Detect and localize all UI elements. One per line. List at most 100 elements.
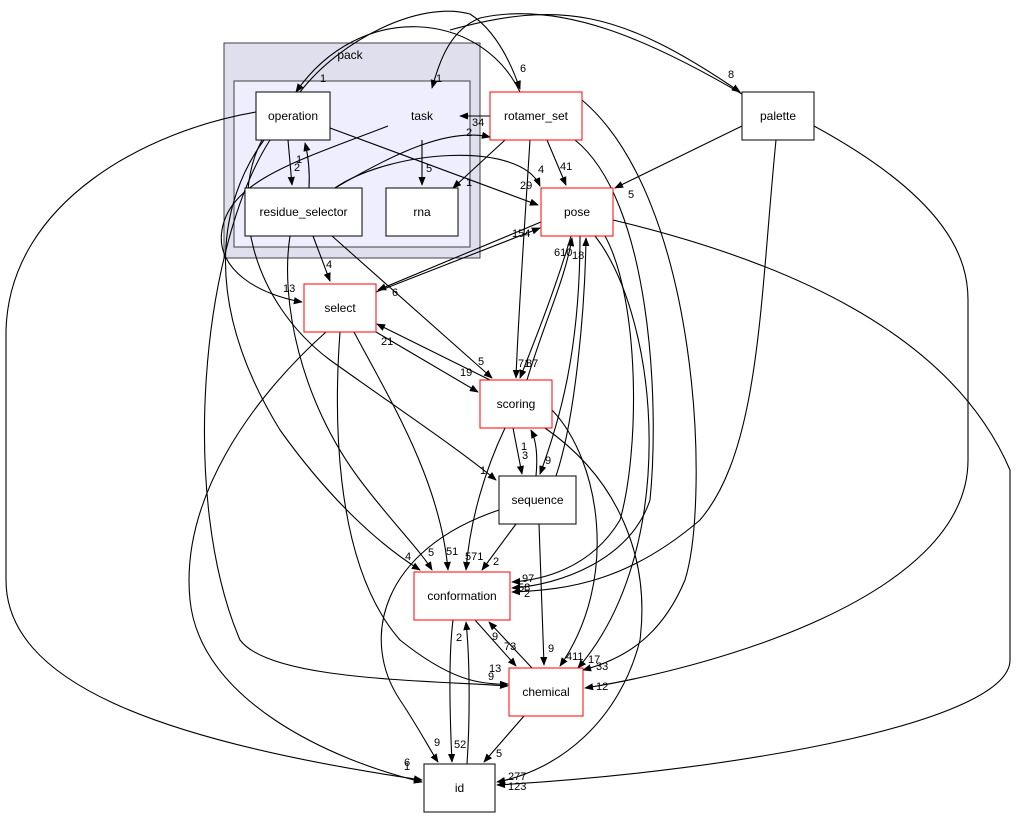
- edge-label-operation-to-id[interactable]: 6: [404, 757, 410, 769]
- edge-sequence-to-scoring[interactable]: [530, 429, 538, 477]
- edge-label-rotamer_set-to-task[interactable]: 34: [472, 117, 484, 129]
- edge-label-rotamer_set-to-operation[interactable]: 1: [320, 73, 326, 85]
- edge-label-id-to-conformation[interactable]: 2: [456, 632, 462, 644]
- edge-select-to-conformation[interactable]: [353, 331, 451, 571]
- edge-label-scoring-to-select[interactable]: 21: [381, 336, 393, 348]
- edge-label-sequence-to-conformation[interactable]: 2: [493, 556, 499, 568]
- edge-rotamer_set-to-rna[interactable]: [452, 139, 506, 189]
- edge-palette-to-chemical[interactable]: [584, 125, 969, 691]
- edge-scoring-to-sequence[interactable]: [512, 427, 524, 475]
- edge-label-pose-to-sequence[interactable]: 9: [545, 455, 551, 467]
- node-select[interactable]: select: [303, 283, 377, 333]
- edge-palette-to-pose[interactable]: [614, 125, 743, 189]
- edge-label-pose-to-id[interactable]: 123: [508, 781, 526, 793]
- edge-label-operation-to-pose[interactable]: 29: [520, 180, 532, 192]
- node-scoring[interactable]: scoring: [479, 379, 553, 429]
- node-palette[interactable]: palette: [741, 91, 815, 141]
- edge-sequence-to-id[interactable]: [380, 509, 500, 763]
- edge-operation-to-chemical[interactable]: [203, 139, 509, 690]
- edge-label-residue_selector-to-conformation[interactable]: 5: [428, 547, 434, 559]
- edge-select-to-pose[interactable]: [375, 227, 541, 293]
- edge-task-to-select[interactable]: [220, 125, 389, 305]
- edge-label-residue_selector-to-select[interactable]: 4: [326, 259, 332, 271]
- edge-label-residue_selector-to-rotamer_set[interactable]: 2: [466, 127, 472, 139]
- node-sequence[interactable]: sequence: [498, 475, 577, 525]
- edge-label-task-to-palette[interactable]: 8: [728, 69, 734, 81]
- edge-label-rotamer_set-to-scoring[interactable]: 71: [518, 358, 530, 370]
- edge-label-operation-to-residue_selector[interactable]: 2: [294, 162, 300, 174]
- edge-rotamer_set-to-scoring[interactable]: [512, 139, 531, 379]
- edge-pose-to-scoring[interactable]: [519, 235, 572, 379]
- edge-operation-to-residue_selector[interactable]: [287, 139, 295, 186]
- edge-operation-to-rotamer_set[interactable]: [299, 10, 521, 93]
- node-chemical[interactable]: chemical: [508, 667, 584, 717]
- edge-residue_selector-to-select[interactable]: [312, 235, 331, 282]
- edge-rotamer_set-to-chemical[interactable]: [581, 99, 697, 672]
- edge-label-pose-to-select[interactable]: 6: [392, 287, 398, 299]
- edge-id-to-conformation[interactable]: [463, 621, 471, 765]
- edge-rotamer_set-to-conformation[interactable]: [511, 139, 654, 592]
- edge-label-operation-to-sequence[interactable]: 1: [480, 465, 486, 477]
- edge-palette-to-conformation[interactable]: [511, 139, 777, 596]
- edge-operation-to-conformation[interactable]: [225, 139, 421, 571]
- node-rna[interactable]: rna: [385, 187, 459, 237]
- edge-scoring-to-chemical[interactable]: [551, 409, 598, 667]
- edge-residue_selector-to-scoring[interactable]: [331, 235, 493, 379]
- edge-label-sequence-to-id[interactable]: 9: [434, 737, 440, 749]
- edge-operation-to-id[interactable]: [5, 111, 423, 783]
- edge-pose-to-chemical[interactable]: [577, 235, 650, 669]
- edge-chemical-to-conformation[interactable]: [488, 621, 533, 669]
- edge-pose-to-id[interactable]: [496, 219, 1011, 789]
- edge-conformation-to-id[interactable]: [448, 619, 456, 763]
- edge-residue_selector-to-operation[interactable]: [303, 142, 311, 189]
- edge-label-operation-to-chemical[interactable]: 9: [488, 671, 494, 683]
- edge-label-palette-to-task[interactable]: 1: [436, 73, 442, 85]
- edge-rotamer_set-to-pose[interactable]: [546, 139, 567, 186]
- edge-scoring-to-conformation[interactable]: [463, 427, 506, 571]
- edge-label-sequence-to-scoring[interactable]: 1: [521, 441, 527, 453]
- edge-label-rotamer_set-to-conformation[interactable]: 58: [518, 582, 530, 594]
- edge-pose-to-select[interactable]: [377, 221, 542, 291]
- edge-conformation-to-chemical[interactable]: [474, 619, 517, 667]
- edge-label-select-to-id[interactable]: 1: [404, 761, 410, 773]
- edge-label-rotamer_set-to-chemical[interactable]: 33: [596, 661, 608, 673]
- edge-scoring-to-select[interactable]: [376, 323, 491, 381]
- edge-label-residue_selector-to-scoring[interactable]: 5: [478, 356, 484, 368]
- node-pose[interactable]: pose: [540, 187, 614, 237]
- edge-label-scoring-to-chemical[interactable]: 411: [566, 651, 584, 663]
- node-task[interactable]: task: [411, 109, 434, 123]
- edge-label-palette-to-conformation[interactable]: 2: [524, 588, 530, 600]
- edge-label-sequence-to-chemical[interactable]: 9: [548, 643, 554, 655]
- edge-label-chemical-to-conformation[interactable]: 9: [492, 631, 498, 643]
- node-id[interactable]: id: [423, 763, 496, 813]
- edge-label-task-to-rna[interactable]: 5: [426, 163, 432, 175]
- edge-pose-to-sequence[interactable]: [539, 235, 581, 475]
- edge-sequence-to-chemical[interactable]: [538, 523, 548, 666]
- edge-label-pose-to-scoring[interactable]: 87: [526, 358, 538, 370]
- edge-label-select-to-scoring[interactable]: 19: [460, 367, 472, 379]
- edge-label-pose-to-conformation[interactable]: 97: [522, 573, 534, 585]
- node-conformation[interactable]: conformation: [413, 571, 511, 621]
- edge-label-rotamer_set-to-rna[interactable]: 1: [466, 177, 472, 189]
- edge-pose-to-conformation[interactable]: [511, 235, 635, 586]
- edge-select-to-scoring[interactable]: [375, 331, 479, 393]
- edge-operation-to-pose[interactable]: [329, 127, 539, 206]
- edge-select-to-chemical[interactable]: [336, 331, 509, 688]
- edge-scoring-to-id[interactable]: [496, 427, 643, 785]
- edge-palette-to-task[interactable]: [430, 13, 743, 95]
- edge-label-task-to-select[interactable]: 13: [283, 283, 295, 295]
- node-residue-selector[interactable]: residue_selector: [244, 187, 363, 237]
- edge-chemical-to-id[interactable]: [483, 715, 525, 763]
- edge-label-select-to-conformation[interactable]: 51: [446, 546, 458, 558]
- edge-label-select-to-chemical[interactable]: 13: [489, 663, 501, 675]
- edge-rotamer_set-to-operation[interactable]: [295, 26, 521, 93]
- edge-label-sequence-to-pose[interactable]: 18: [572, 250, 584, 262]
- edge-label-scoring-to-id[interactable]: 277: [508, 771, 526, 783]
- edge-label-select-to-pose[interactable]: 154: [512, 228, 530, 240]
- edge-label-pose-to-chemical[interactable]: 17: [588, 654, 600, 666]
- edge-residue_selector-to-conformation[interactable]: [287, 235, 433, 571]
- edge-label-palette-to-chemical[interactable]: 12: [596, 681, 608, 693]
- edge-label-scoring-to-pose[interactable]: 610: [554, 247, 572, 259]
- node-operation[interactable]: operation: [255, 91, 331, 141]
- edge-sequence-to-pose[interactable]: [555, 237, 590, 477]
